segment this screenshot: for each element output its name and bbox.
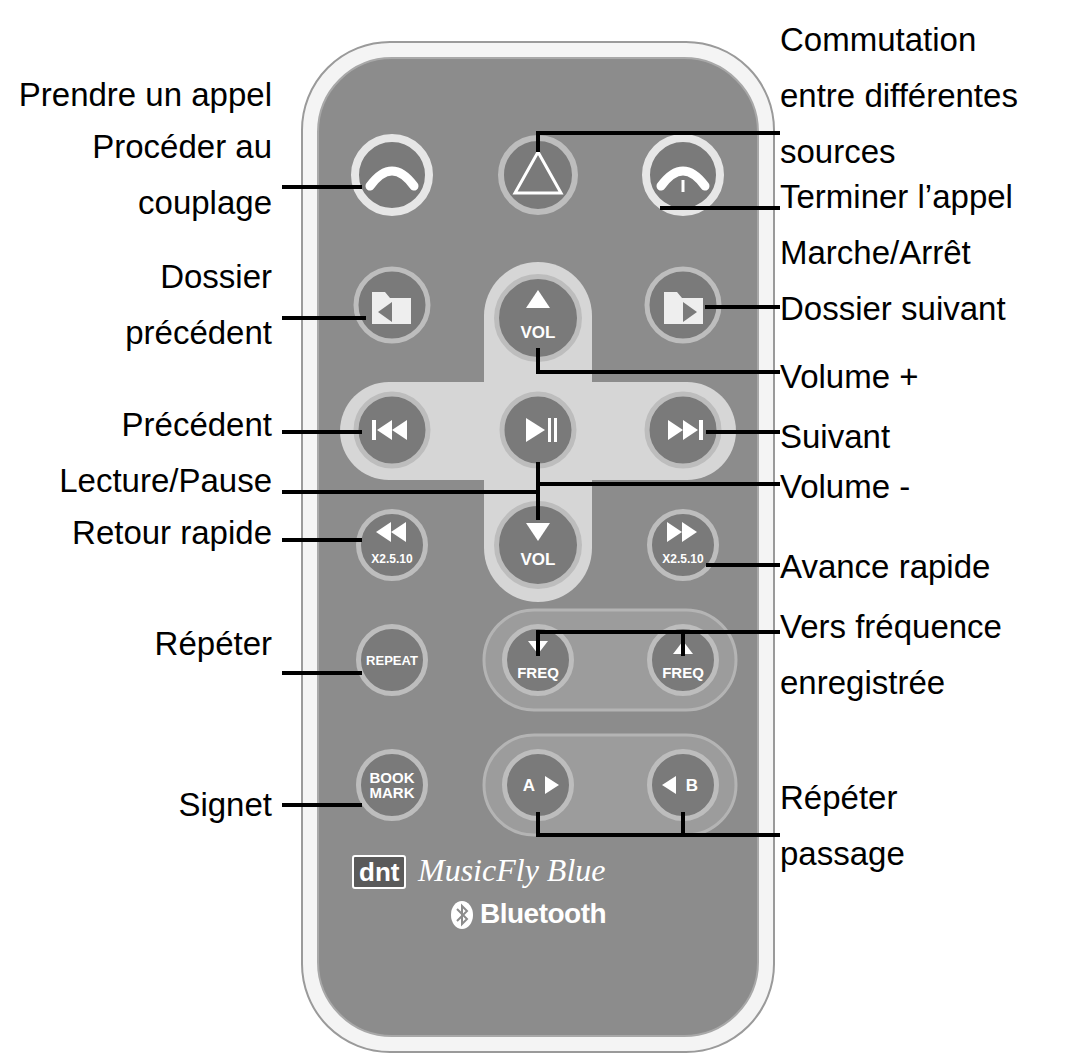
callout-label: Volume + bbox=[780, 349, 1076, 405]
callout-label: Dossier précédent bbox=[112, 249, 272, 361]
folder-icon bbox=[372, 292, 411, 324]
play-button bbox=[502, 394, 574, 466]
remote-outer-shell bbox=[302, 42, 774, 1052]
end-call-button bbox=[646, 138, 720, 212]
leader-line bbox=[282, 538, 362, 542]
callout-label: Répéter bbox=[2, 616, 272, 672]
leader-line bbox=[538, 348, 780, 372]
remote-button: A bbox=[502, 749, 574, 821]
callout-label: Suivant bbox=[780, 409, 1076, 465]
folder-arrow bbox=[683, 302, 697, 322]
remote-button: X2.5.10 bbox=[647, 509, 719, 581]
button-label: B bbox=[677, 777, 707, 794]
button-label: VOL bbox=[508, 551, 568, 568]
remote-button: BOOK MARK bbox=[356, 749, 428, 821]
remote-button: B bbox=[647, 749, 719, 821]
previous-icon bbox=[392, 420, 407, 440]
dpad-vertical bbox=[484, 262, 592, 602]
callout-label: Volume - bbox=[780, 459, 1076, 515]
leader-line bbox=[706, 430, 780, 434]
leader-line bbox=[538, 484, 780, 520]
leader-line bbox=[282, 803, 362, 807]
remote-button: X2.5.10 bbox=[356, 509, 428, 581]
callout-label: Marche/Arrêt bbox=[780, 225, 1076, 281]
next-button bbox=[647, 394, 719, 466]
handset-icon bbox=[661, 171, 705, 186]
leader-line bbox=[282, 185, 362, 189]
pause-icon bbox=[554, 418, 557, 442]
leader-line bbox=[705, 305, 780, 309]
folder-icon bbox=[664, 292, 703, 324]
source-button bbox=[501, 138, 575, 212]
leader-line bbox=[282, 462, 538, 492]
previous-icon bbox=[372, 420, 376, 440]
leader-line bbox=[282, 671, 362, 675]
pause-icon bbox=[548, 418, 551, 442]
callout-label: Procéder au couplage bbox=[72, 119, 272, 231]
callout-label: Vers fréquence enregistrée bbox=[780, 599, 1070, 711]
folder-next-button bbox=[647, 269, 719, 341]
next-icon bbox=[683, 420, 698, 440]
callout-label: Lecture/Pause bbox=[0, 453, 272, 509]
source-icon bbox=[515, 152, 561, 193]
callout-label: Signet bbox=[2, 777, 272, 833]
callout-label: Dossier suivant bbox=[780, 281, 1076, 337]
callout-label: Répéter passage bbox=[780, 770, 950, 882]
callout-label: Terminer l’appel bbox=[780, 169, 1076, 225]
model-name: MusicFly Blue bbox=[418, 852, 605, 888]
power-mark bbox=[682, 180, 685, 192]
callout-label: Avance rapide bbox=[780, 539, 1076, 595]
leader-line bbox=[706, 563, 780, 567]
remote-button: FREQ bbox=[502, 624, 574, 696]
brand-logo: dnt bbox=[352, 855, 406, 889]
button-label: X2.5.10 bbox=[653, 553, 713, 565]
freq-pill bbox=[484, 610, 736, 710]
remote-button: VOL bbox=[494, 274, 582, 362]
remote-body: dnt MusicFly BlueBluetooth VOL X2.5.10 VOL X2… bbox=[318, 58, 758, 1036]
folder-arrow bbox=[378, 302, 392, 322]
folder-prev-button bbox=[356, 269, 428, 341]
button-label: BOOK MARK bbox=[367, 770, 417, 800]
bluetooth-logo bbox=[451, 901, 473, 929]
next-icon bbox=[699, 420, 703, 440]
leader-line bbox=[282, 316, 366, 320]
callout-label: Retour rapide bbox=[0, 505, 272, 561]
call-button bbox=[355, 138, 429, 212]
leader-line bbox=[538, 812, 780, 835]
previous-button bbox=[356, 394, 428, 466]
remote-button: FREQ bbox=[647, 624, 719, 696]
callout-label: Précédent bbox=[2, 397, 272, 453]
leader-line bbox=[660, 206, 780, 210]
button-label: FREQ bbox=[508, 665, 568, 680]
button-label: A bbox=[514, 777, 544, 794]
handset-icon bbox=[370, 171, 414, 186]
leader-lines bbox=[282, 133, 780, 835]
dpad-horizontal bbox=[340, 382, 736, 480]
previous-icon bbox=[377, 420, 392, 440]
play-icon bbox=[526, 418, 545, 442]
button-label: VOL bbox=[508, 324, 568, 341]
leader-line bbox=[282, 430, 362, 434]
bluetooth-rune bbox=[457, 906, 467, 924]
callout-label: Commutation entre différentes sources bbox=[780, 12, 1042, 180]
remote-button: REPEAT bbox=[356, 624, 428, 696]
remote-button: VOL bbox=[494, 501, 582, 589]
bluetooth-label: Bluetooth bbox=[480, 897, 606, 931]
bluetooth-badge bbox=[451, 901, 473, 929]
leader-line bbox=[538, 133, 780, 152]
next-icon bbox=[668, 420, 683, 440]
button-label: FREQ bbox=[653, 665, 713, 680]
ab-pill bbox=[484, 735, 736, 835]
button-label: REPEAT bbox=[361, 654, 423, 667]
remote-face bbox=[318, 58, 758, 1036]
callout-label: Prendre un appel bbox=[0, 67, 272, 123]
button-label: X2.5.10 bbox=[362, 553, 422, 565]
